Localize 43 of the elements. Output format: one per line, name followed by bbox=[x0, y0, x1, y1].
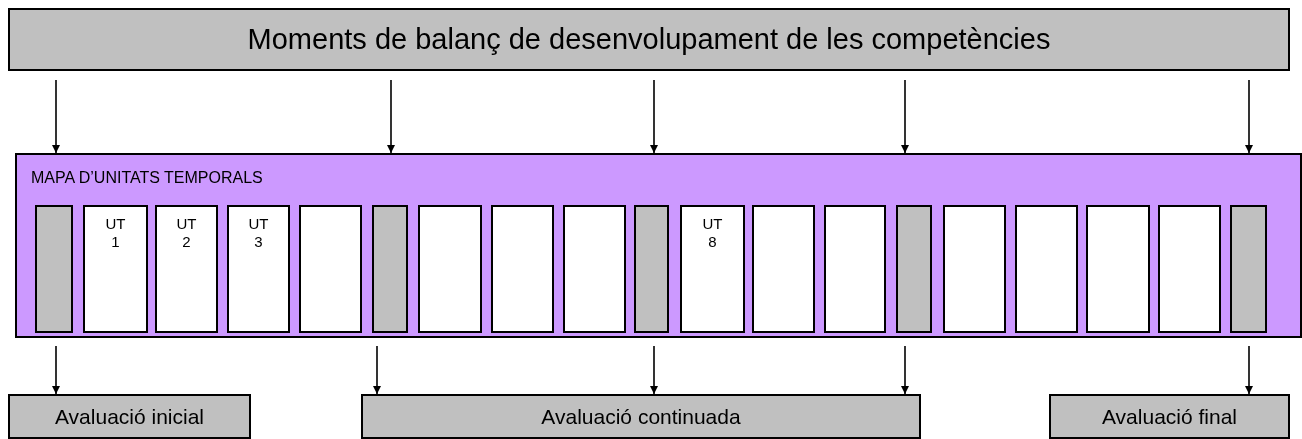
box-label: Avaluació continuada bbox=[541, 405, 741, 429]
unit-column bbox=[1015, 205, 1078, 333]
unit-column bbox=[943, 205, 1006, 333]
assessment-box bbox=[1049, 394, 1290, 439]
arrow bbox=[650, 345, 658, 395]
unit-label: UT 2 bbox=[175, 215, 198, 251]
unit-label: UT 8 bbox=[701, 215, 724, 251]
unit-column bbox=[1086, 205, 1150, 333]
unit-column bbox=[563, 205, 626, 333]
unit-column bbox=[824, 205, 886, 333]
unit-column bbox=[227, 205, 290, 333]
unit-column bbox=[1158, 205, 1221, 333]
diagram-heading: Moments de balanç de desenvolupament de les competències bbox=[247, 23, 1051, 56]
arrow bbox=[901, 345, 909, 395]
arrow bbox=[52, 79, 60, 154]
unit-column bbox=[752, 205, 815, 333]
arrow bbox=[1245, 345, 1253, 395]
box-label: Avaluació final bbox=[1102, 405, 1237, 429]
unit-column bbox=[299, 205, 362, 333]
header-bar bbox=[8, 8, 1290, 71]
unit-column bbox=[83, 205, 148, 333]
arrow bbox=[387, 79, 395, 154]
assessment-box bbox=[361, 394, 921, 439]
unit-label: UT 1 bbox=[104, 215, 127, 251]
unit-label: UT 3 bbox=[247, 215, 270, 251]
assessment-box bbox=[8, 394, 251, 439]
timeline-panel bbox=[15, 153, 1302, 338]
unit-column bbox=[491, 205, 554, 333]
assessment-column bbox=[896, 205, 932, 333]
arrow bbox=[901, 79, 909, 154]
assessment-column bbox=[372, 205, 408, 333]
assessment-column bbox=[35, 205, 73, 333]
panel-title: MAPA D’UNITATS TEMPORALS bbox=[31, 169, 263, 187]
assessment-column bbox=[634, 205, 669, 333]
unit-column bbox=[155, 205, 218, 333]
arrow bbox=[650, 79, 658, 154]
arrow bbox=[373, 345, 381, 395]
arrow bbox=[52, 345, 60, 395]
box-label: Avaluació inicial bbox=[55, 405, 204, 429]
arrow bbox=[1245, 79, 1253, 154]
assessment-column bbox=[1230, 205, 1267, 333]
unit-column bbox=[418, 205, 482, 333]
unit-column bbox=[680, 205, 745, 333]
